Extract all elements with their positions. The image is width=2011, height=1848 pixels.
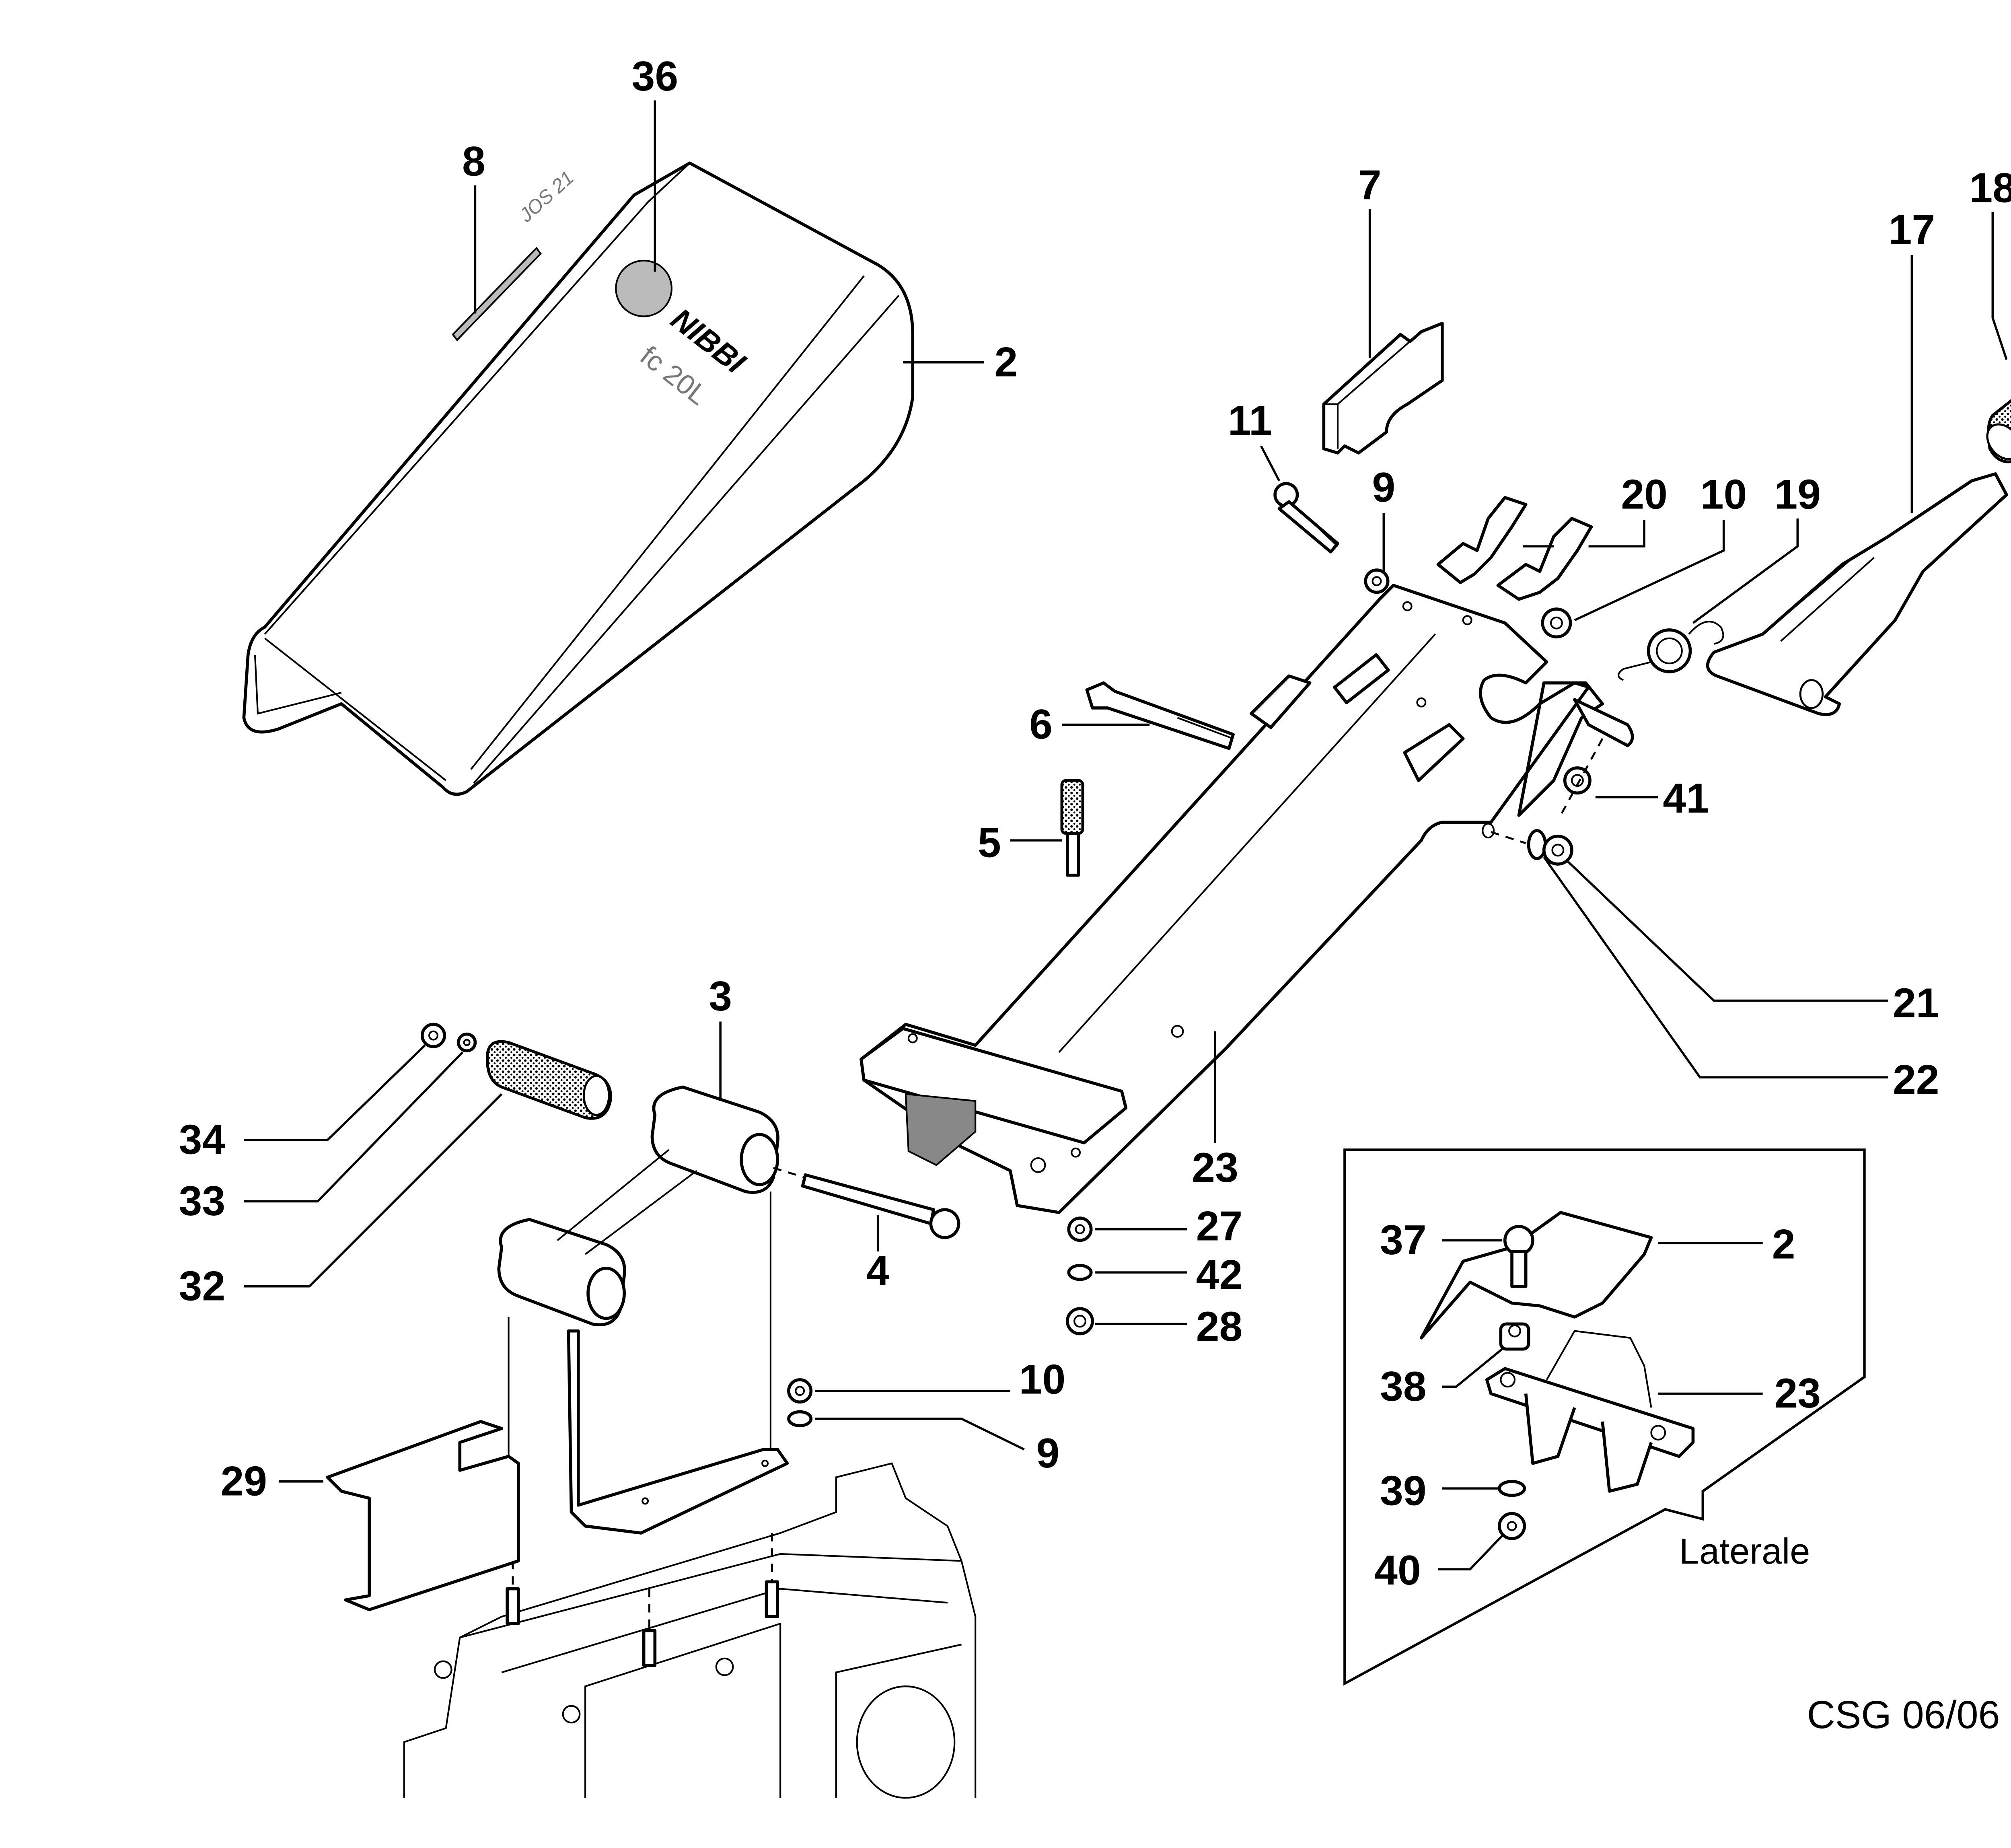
callout-label: 9 bbox=[1372, 464, 1395, 511]
callout-label: 38 bbox=[1380, 1363, 1427, 1410]
callout-22[interactable]: 22 bbox=[1543, 856, 1939, 1103]
inset-callout-23[interactable]: 23 bbox=[1658, 1370, 1821, 1417]
frame-part-23 bbox=[860, 584, 1634, 1214]
callout-label: 3 bbox=[709, 973, 732, 1020]
callout-label: 19 bbox=[1774, 471, 1821, 518]
callout-label: 18 bbox=[1970, 165, 2011, 211]
callout-28[interactable]: 28 bbox=[1095, 1303, 1242, 1350]
callout-20[interactable]: 20 bbox=[1523, 471, 1668, 547]
callout-21[interactable]: 21 bbox=[1567, 860, 1939, 1027]
spring-part-19 bbox=[1618, 621, 1724, 681]
nut-washer-part-21-22 bbox=[1491, 829, 1573, 866]
callout-9-lower[interactable]: 9 bbox=[815, 1418, 1059, 1477]
callout-10-top[interactable]: 10 bbox=[1574, 471, 1747, 621]
callout-6[interactable]: 6 bbox=[1029, 701, 1150, 748]
cover-part-2: NIBBI fc 20L bbox=[242, 161, 915, 796]
callout-34[interactable]: 34 bbox=[179, 1044, 426, 1163]
screw-part-11 bbox=[1273, 482, 1390, 594]
callout-10-lower[interactable]: 10 bbox=[815, 1356, 1066, 1403]
brand-logo-decal-36 bbox=[615, 259, 672, 317]
callout-label: 2 bbox=[995, 339, 1018, 385]
stud-part-5 bbox=[1060, 779, 1084, 877]
callout-label: 39 bbox=[1380, 1468, 1427, 1515]
rubber-block-part-7 bbox=[1322, 321, 1444, 455]
callout-label: 23 bbox=[1774, 1370, 1821, 1417]
callout-29[interactable]: 29 bbox=[221, 1458, 323, 1504]
callout-label: 41 bbox=[1663, 775, 1709, 822]
callout-4[interactable]: 4 bbox=[866, 1215, 890, 1294]
knob-part-18 bbox=[1986, 399, 2011, 463]
nut-part-10-top bbox=[1541, 607, 1572, 639]
callout-23[interactable]: 23 bbox=[1192, 1031, 1238, 1191]
engine-block bbox=[403, 1462, 977, 1799]
inset-caption: Laterale bbox=[1679, 1531, 1810, 1572]
callout-label: 42 bbox=[1196, 1252, 1243, 1299]
callout-36[interactable]: 36 bbox=[632, 53, 679, 272]
callout-32[interactable]: 32 bbox=[179, 1093, 503, 1310]
callout-label: 36 bbox=[632, 53, 679, 100]
callout-33[interactable]: 33 bbox=[179, 1051, 464, 1224]
callout-17[interactable]: 17 bbox=[1889, 206, 1935, 513]
nut-washer-part-10-9-lower bbox=[787, 1378, 813, 1428]
callout-label: 29 bbox=[221, 1458, 267, 1504]
callout-label: 17 bbox=[1889, 206, 1935, 253]
callout-label: 20 bbox=[1621, 471, 1668, 518]
stripe-decal-text: JOS 21 bbox=[515, 167, 578, 226]
callout-label: 28 bbox=[1196, 1303, 1243, 1350]
bushing-part-41 bbox=[1560, 738, 1604, 816]
callout-label: 22 bbox=[1893, 1057, 1939, 1103]
callout-label: 33 bbox=[179, 1178, 226, 1224]
inset-callout-38[interactable]: 38 bbox=[1380, 1348, 1503, 1410]
bolt-part-6 bbox=[1085, 681, 1235, 750]
callout-2[interactable]: 2 bbox=[903, 339, 1018, 385]
callout-3[interactable]: 3 bbox=[709, 973, 732, 1101]
callout-label: 34 bbox=[179, 1117, 226, 1163]
inset-callout-39[interactable]: 39 bbox=[1380, 1468, 1498, 1515]
callout-18[interactable]: 18 bbox=[1970, 165, 2011, 360]
callout-19[interactable]: 19 bbox=[1692, 471, 1821, 624]
callout-label: 8 bbox=[462, 138, 485, 185]
lever-part-17 bbox=[1706, 472, 2008, 716]
callout-41[interactable]: 41 bbox=[1595, 775, 1709, 822]
callout-label: 6 bbox=[1029, 701, 1053, 748]
clamp-part-20 bbox=[1436, 496, 1593, 601]
hardware-parts-27-42-28 bbox=[1066, 1216, 1094, 1336]
callout-label: 7 bbox=[1358, 162, 1382, 208]
callout-label: 11 bbox=[1228, 397, 1272, 444]
callout-8[interactable]: 8 bbox=[462, 138, 485, 314]
inset-callout-37[interactable]: 37 bbox=[1380, 1217, 1502, 1264]
callout-11[interactable]: 11 bbox=[1228, 397, 1280, 482]
drawing-code: CSG 06/06 bbox=[1807, 1693, 2000, 1737]
bracket-part-3 bbox=[497, 1085, 789, 1535]
inset-lateral-view bbox=[1343, 1148, 1866, 1686]
callout-42[interactable]: 42 bbox=[1095, 1252, 1242, 1299]
inset-callout-2[interactable]: 2 bbox=[1658, 1221, 1795, 1268]
callout-label: 32 bbox=[179, 1263, 226, 1309]
callout-label: 27 bbox=[1196, 1203, 1243, 1249]
callout-label: 21 bbox=[1893, 980, 1939, 1027]
callout-label: 23 bbox=[1192, 1144, 1238, 1191]
callout-label: 5 bbox=[978, 820, 1001, 866]
callout-label: 2 bbox=[1772, 1221, 1795, 1268]
callout-label: 4 bbox=[866, 1247, 890, 1294]
inset-callout-40[interactable]: 40 bbox=[1374, 1535, 1503, 1594]
callout-label: 40 bbox=[1374, 1547, 1421, 1594]
callout-27[interactable]: 27 bbox=[1095, 1203, 1242, 1249]
callout-9-top[interactable]: 9 bbox=[1372, 464, 1395, 572]
callout-5[interactable]: 5 bbox=[978, 820, 1062, 866]
callout-label: 37 bbox=[1380, 1217, 1427, 1264]
channel-part-29 bbox=[326, 1420, 520, 1611]
callout-label: 10 bbox=[1019, 1356, 1066, 1403]
roller-parts-32-33-34 bbox=[420, 1023, 612, 1120]
callout-label: 9 bbox=[1036, 1430, 1059, 1477]
bolt-part-4 bbox=[773, 1167, 960, 1239]
callout-label: 10 bbox=[1701, 471, 1747, 518]
callout-7[interactable]: 7 bbox=[1358, 162, 1382, 358]
